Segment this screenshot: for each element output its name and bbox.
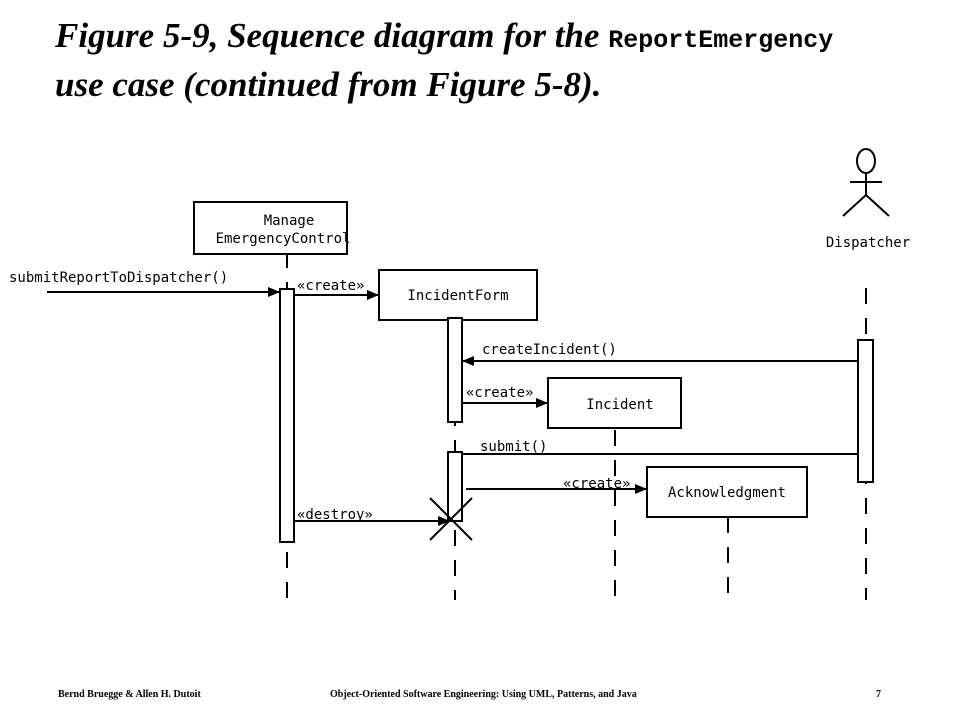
object-manage-box: [193, 201, 348, 255]
dispatcher-actor-icon: [842, 148, 890, 217]
message-create-incident-obj-label: «create»: [466, 385, 533, 401]
object-incident-label: Incident: [586, 397, 653, 413]
message-destroy-label: «destroy»: [297, 507, 373, 523]
activation-dispatcher: [857, 339, 874, 483]
message-submit-report-label: submitReportToDispatcher(): [9, 270, 228, 286]
title-line1-prefix: Figure 5-9, Sequence diagram for the: [55, 16, 609, 55]
object-acknowledgment-box: [646, 466, 808, 518]
footer-book: Object-Oriented Software Engineering: Us…: [330, 689, 637, 700]
destroy-x-icon: [429, 497, 473, 541]
object-manage-label-2: EmergencyControl: [216, 231, 351, 247]
activation-manage: [279, 288, 295, 543]
object-incident-box: [547, 377, 682, 429]
slide-title: Figure 5-9, Sequence diagram for the Rep…: [55, 14, 935, 107]
actor-dispatcher-label: Dispatcher: [826, 235, 910, 251]
message-submit-label: submit(): [480, 439, 547, 455]
object-incidentform-box: [378, 269, 538, 321]
message-create-ack-label: «create»: [563, 476, 630, 492]
footer-page-number: 7: [876, 689, 881, 700]
title-code: ReportEmergency: [608, 26, 834, 55]
activation-incidentform-1: [447, 317, 463, 423]
object-acknowledgment-label: Acknowledgment: [668, 485, 786, 501]
activation-incidentform-2: [447, 451, 463, 522]
footer-authors: Bernd Bruegge & Allen H. Dutoit: [58, 689, 201, 700]
object-incidentform-label: IncidentForm: [407, 288, 508, 304]
object-manage-label-1: Manage: [264, 213, 315, 229]
title-line2: use case (continued from Figure 5-8).: [55, 65, 602, 104]
message-create-incident-label: createIncident(): [482, 342, 617, 358]
message-create-form-label: «create»: [297, 278, 364, 294]
